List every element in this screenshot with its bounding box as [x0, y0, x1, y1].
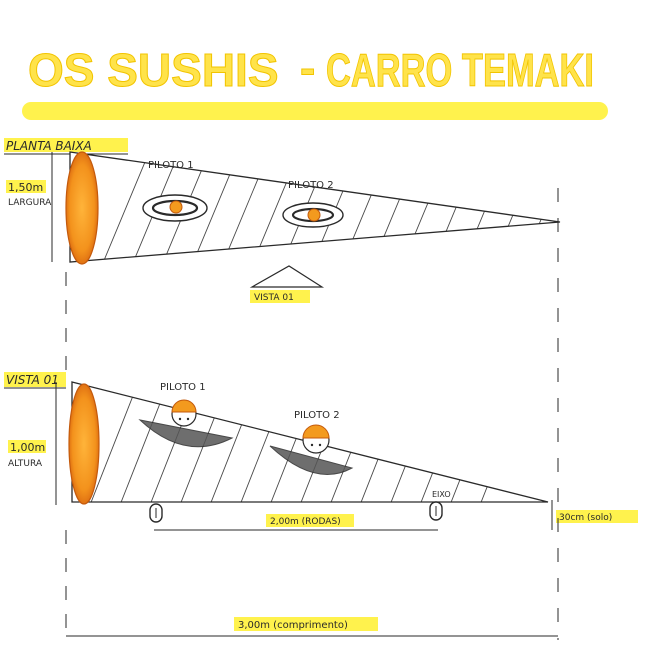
side-pilot1-label: PILOTO 1 — [160, 382, 206, 393]
plan-front-cap — [65, 151, 99, 265]
plan-width-highlight — [6, 180, 46, 193]
plan-pilot2-helmet-icon — [307, 208, 321, 222]
plan-pilot2-seat — [282, 202, 344, 228]
plan-pilot1-label: PILOTO 1 — [148, 160, 194, 171]
plan-pilot1-seat — [142, 194, 208, 222]
title-underline-highlight — [22, 102, 608, 120]
side-pilot1-cockpit — [138, 419, 234, 448]
side-pilot1-head-icon — [171, 399, 197, 427]
side-pilot2-label: PILOTO 2 — [294, 410, 340, 421]
axle-dim-label: 2,00m (RODAS) — [270, 517, 341, 527]
side-height-value: 1,00m — [10, 441, 45, 454]
side-pilot2-cockpit — [269, 445, 354, 475]
side-height-highlight — [8, 440, 46, 453]
ground-clearance-highlight — [556, 510, 638, 523]
plan-pilot1-helmet-icon — [169, 200, 183, 214]
plan-width-label: LARGURA — [8, 198, 52, 208]
title-right: CARRO TEMAKI — [326, 44, 594, 96]
plan-heading-highlight — [4, 138, 128, 152]
view-marker-arrow-icon — [249, 265, 325, 288]
side-front-wheel-icon — [149, 503, 163, 523]
side-front-cap — [68, 383, 100, 505]
plan-width-value: 1,50m — [8, 181, 43, 194]
side-rear-label: EIXO — [432, 490, 451, 499]
side-height-label: ALTURA — [8, 459, 43, 469]
plan-pilot2-label: PILOTO 2 — [288, 180, 334, 191]
axle-dim-highlight — [266, 514, 354, 527]
side-pilot2-head-icon — [302, 424, 330, 454]
view-marker-highlight — [250, 290, 310, 303]
side-heading: VISTA 01 — [6, 373, 59, 387]
ground-clearance-label: 30cm (solo) — [559, 513, 612, 523]
side-rear-wheel-icon — [429, 501, 443, 521]
title-dash: - — [300, 42, 315, 94]
length-dim-highlight — [234, 617, 378, 631]
view-marker-label: VISTA 01 — [254, 293, 294, 303]
length-dim-label: 3,00m (comprimento) — [238, 620, 348, 631]
title-left: OS SUSHIS — [28, 44, 279, 96]
side-heading-highlight — [4, 372, 66, 387]
plan-heading: PLANTA BAIXA — [6, 139, 92, 153]
